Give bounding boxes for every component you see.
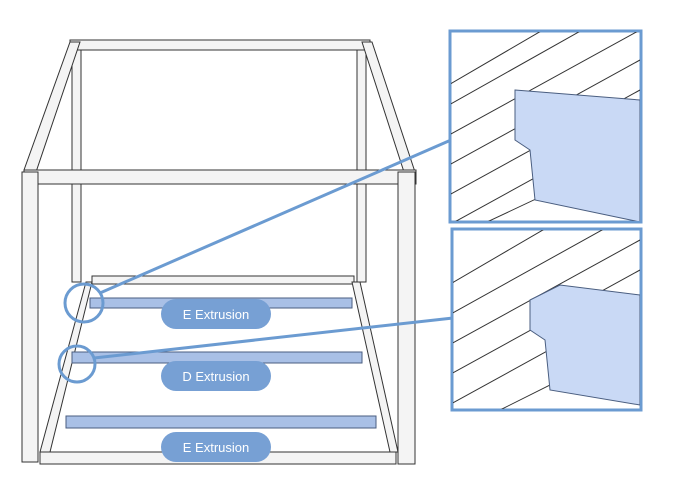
cube-frame: [21, 39, 417, 465]
label-e-extrusion-top: E Extrusion: [161, 299, 271, 329]
callout-circle-upper: [63, 282, 105, 324]
label-e-extrusion-bottom: E Extrusion: [161, 432, 271, 462]
detail-inset-lower-drawing: [453, 230, 640, 409]
detail-inset-lower: [450, 227, 643, 412]
label-d-extrusion: D Extrusion: [161, 361, 271, 391]
callout-circle-lower: [57, 344, 97, 384]
detail-inset-upper: [448, 29, 643, 224]
detail-inset-upper-drawing: [451, 32, 640, 221]
callout-lines: [57, 29, 643, 412]
